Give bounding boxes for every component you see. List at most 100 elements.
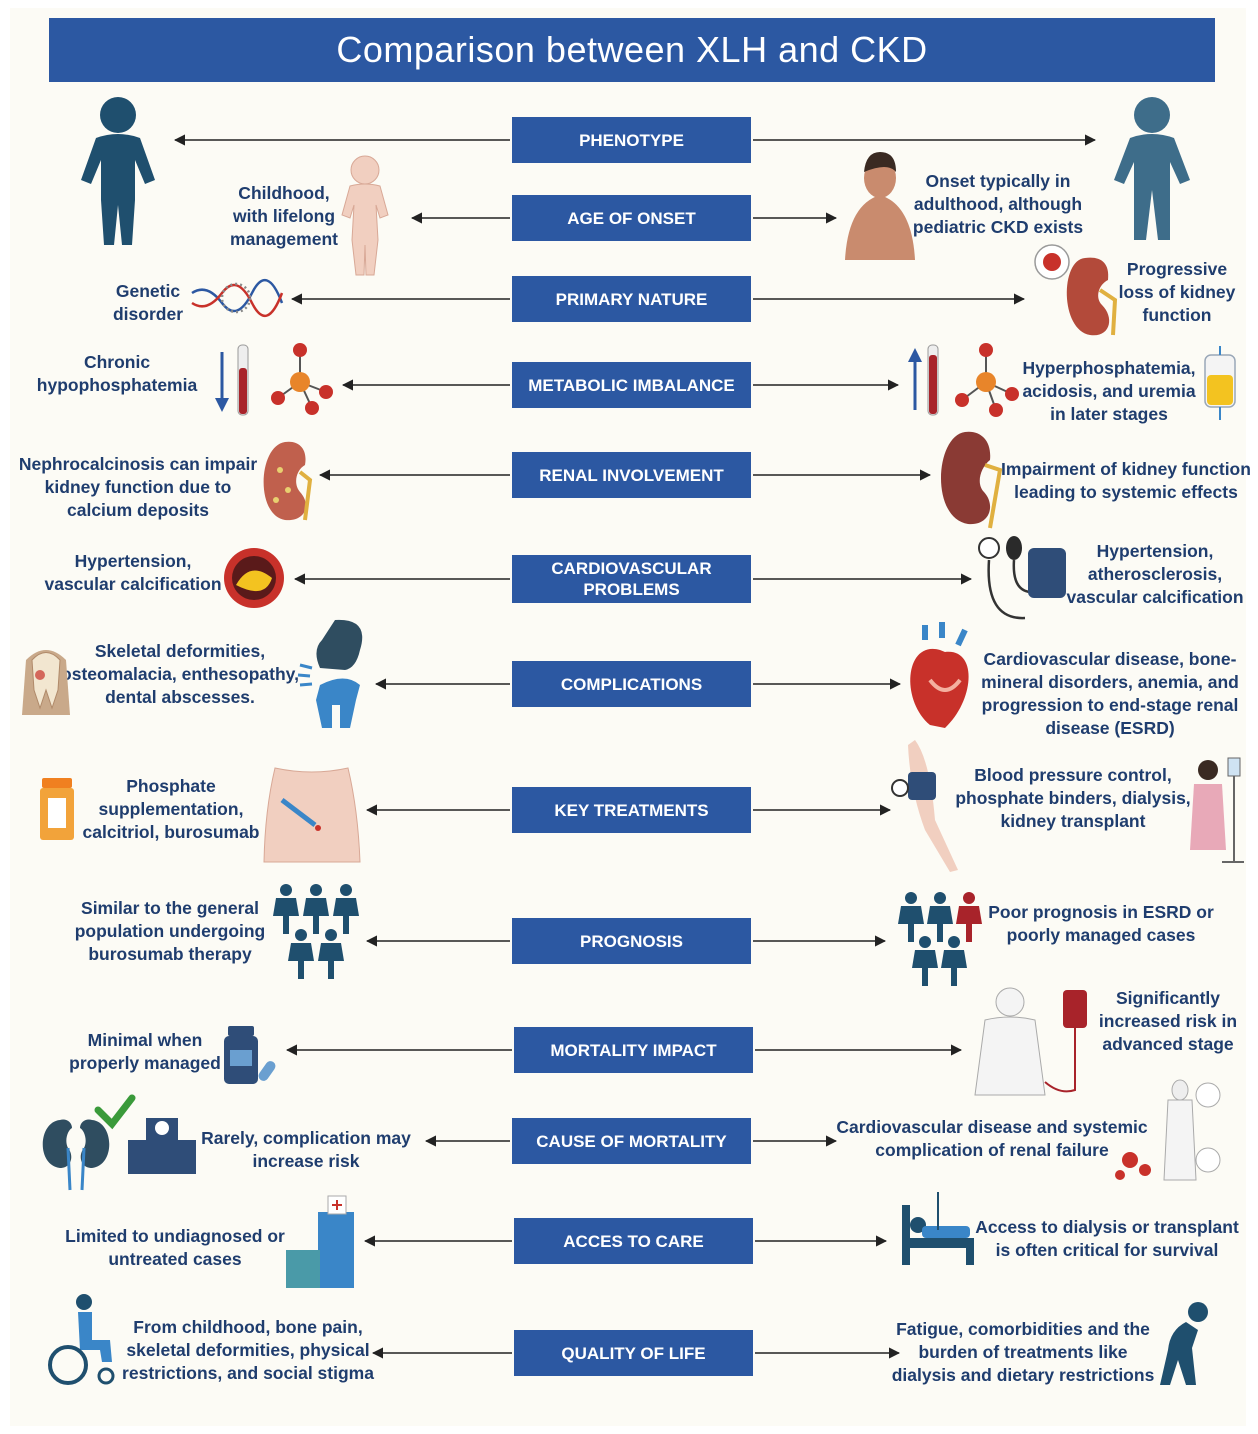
blood-tube-high-icon — [927, 344, 939, 416]
desc-line: in later stages — [1050, 404, 1168, 424]
desc-line: kidney function due to — [44, 477, 232, 497]
desc-line: Childhood, — [238, 183, 330, 203]
desc-line: is often critical for survival — [995, 1240, 1219, 1260]
child-figure-icon — [81, 97, 155, 245]
label-key-treatments: KEY TREATMENTS — [512, 787, 751, 833]
person-body — [956, 906, 982, 942]
desc-line: mineral disorders, anemia, and — [981, 672, 1239, 692]
desc-line: Hypertension, — [1096, 541, 1214, 561]
desc-line: Similar to the general — [81, 898, 259, 918]
desc-line: Blood pressure control, — [974, 765, 1172, 785]
urine-bag-icon — [1204, 346, 1236, 420]
page-title: Comparison between XLH and CKD — [49, 18, 1215, 82]
desc-line: leading to systemic effects — [1014, 482, 1238, 502]
desc-line: Cardiovascular disease and systemic — [836, 1117, 1148, 1137]
desc-line: Skeletal deformities, — [94, 641, 266, 661]
tooth-abscess-icon — [22, 650, 70, 715]
desc-line: Minimal when — [87, 1030, 203, 1050]
right-desc-cardiovascular-problems: Hypertension,atherosclerosis,vascular ca… — [1066, 540, 1243, 609]
label-primary-nature: PRIMARY NATURE — [512, 276, 751, 322]
label-line: CAUSE OF MORTALITY — [536, 1131, 727, 1151]
desc-line: From childhood, bone pain, — [133, 1317, 363, 1337]
label-prognosis: PROGNOSIS — [512, 918, 751, 964]
right-desc-acces-to-care: Access to dialysis or transplant is often… — [975, 1216, 1239, 1262]
person-body — [898, 906, 924, 942]
arrow-down-icon — [215, 352, 229, 412]
person-head — [310, 884, 322, 896]
label-cause-of-mortality: CAUSE OF MORTALITY — [512, 1118, 751, 1164]
label-line: CARDIOVASCULAR — [551, 559, 712, 578]
desc-line: burden of treatments like — [918, 1342, 1128, 1362]
desc-line: Hyperphosphatemia, — [1022, 358, 1196, 378]
hospital-bed-icon — [902, 1192, 974, 1265]
desc-line: function — [1142, 305, 1212, 325]
desc-line: untreated cases — [108, 1249, 242, 1269]
person-body — [333, 898, 359, 934]
person-head — [905, 892, 917, 904]
right-desc-primary-nature: Progressive loss of kidney function — [1119, 258, 1236, 327]
arrows-group — [173, 134, 1097, 1359]
desc-line: disorder — [112, 304, 184, 324]
desc-line: Chronic — [83, 352, 151, 372]
label-line: ACCES TO CARE — [563, 1231, 704, 1251]
right-desc-key-treatments: Blood pressure control, phosphate binders… — [955, 764, 1190, 833]
label-age-of-onset: AGE OF ONSET — [512, 195, 751, 241]
desc-line: advanced stage — [1102, 1034, 1234, 1054]
desc-line: Progressive — [1126, 259, 1228, 279]
phosphate-molecule-icon — [271, 343, 333, 415]
person-body — [941, 950, 967, 986]
label-line: PROGNOSIS — [580, 931, 683, 951]
left-desc-prognosis: Similar to the general population undergo… — [75, 897, 266, 966]
desc-line: disease (ESRD) — [1045, 718, 1175, 738]
blood-pressure-cuff-icon — [978, 536, 1066, 620]
desc-line: Fatigue, comorbidities and the — [896, 1319, 1150, 1339]
label-metabolic-imbalance: METABOLIC IMBALANCE — [512, 362, 751, 408]
label-line: PROBLEMS — [583, 580, 680, 599]
pill-bottle-icon — [40, 778, 74, 840]
desc-line: calcium deposits — [67, 500, 209, 520]
population-group-icon — [273, 884, 359, 979]
healthy-kidneys-icon — [42, 1119, 110, 1191]
left-desc-cardiovascular-problems: Hypertension,vascular calcification — [44, 550, 221, 596]
dialysis-patient-icon — [1190, 757, 1244, 863]
artery-calcification-icon — [224, 548, 284, 608]
desc-line: management — [230, 229, 338, 249]
desc-line: skeletal deformities, physical — [126, 1340, 370, 1360]
desc-line: Phosphate — [126, 776, 216, 796]
desc-line: supplementation, — [98, 799, 244, 819]
person-head — [963, 892, 975, 904]
arrow-up-icon — [908, 348, 922, 410]
man-portrait-icon — [845, 152, 915, 260]
systemic-complication-icon — [1115, 1079, 1221, 1181]
injection-abdomen-icon — [263, 767, 361, 863]
desc-line: acidosis, and uremia — [1022, 381, 1196, 401]
label-line: KEY TREATMENTS — [554, 800, 709, 820]
person-body — [288, 943, 314, 979]
desc-line: loss of kidney — [1118, 282, 1236, 302]
label-complications: COMPLICATIONS — [512, 661, 751, 707]
desc-line: Access to dialysis or transplant — [975, 1217, 1239, 1237]
person-body — [273, 898, 299, 934]
desc-line: restrictions, and social stigma — [122, 1363, 374, 1383]
label-phenotype: PHENOTYPE — [512, 117, 751, 163]
label-line: COMPLICATIONS — [560, 674, 703, 694]
adult-figure-icon — [1114, 97, 1190, 240]
desc-line: osteomalacia, enthesopathy, — [61, 664, 299, 684]
label-line: RENAL INVOLVEMENT — [539, 465, 724, 485]
desc-line: population undergoing — [74, 921, 266, 941]
label-mortality-impact: MORTALITY IMPACT — [514, 1027, 753, 1073]
joint-bone-icon — [297, 619, 363, 728]
person-head — [934, 892, 946, 904]
baby-icon — [341, 155, 389, 276]
medicine-bottle-icon — [224, 1026, 276, 1084]
arm-blood-pressure-icon — [891, 740, 958, 872]
desc-line: phosphate binders, dialysis, — [955, 788, 1191, 808]
desc-line: Cardiovascular disease, bone- — [983, 649, 1237, 669]
